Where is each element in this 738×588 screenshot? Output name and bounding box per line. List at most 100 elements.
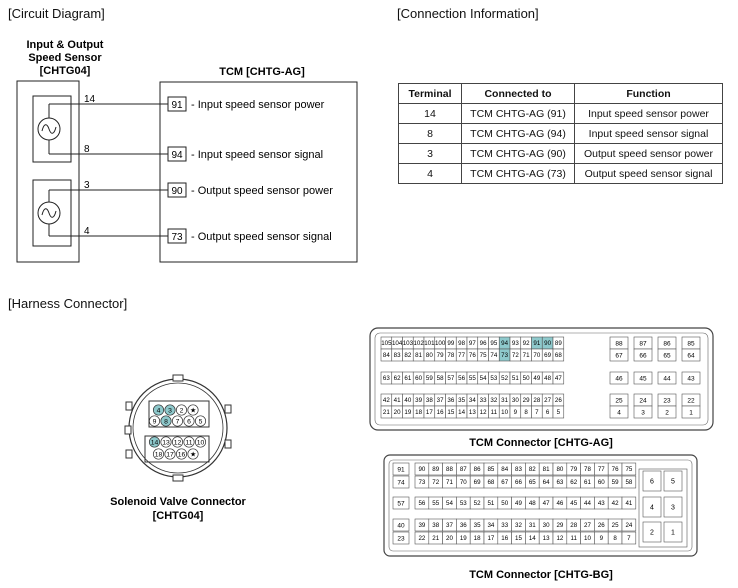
solenoid-pin-5: 5 [199, 419, 203, 426]
ag-pin-46-cell [609, 371, 629, 385]
ag-pin-69: 69 [544, 352, 551, 359]
solenoid-pin-5-circle [194, 415, 207, 427]
bg-pin-22: 22 [418, 535, 425, 542]
ag-pin-48: 48 [544, 375, 551, 382]
ag-pin-50: 50 [523, 375, 530, 382]
ag-pin-39: 39 [415, 397, 422, 404]
bg-pin-66: 66 [515, 479, 522, 486]
bg-pin-42: 42 [612, 500, 619, 507]
tcm-box [159, 81, 358, 263]
ag-pin-71: 71 [523, 352, 530, 359]
ag-pin-16: 16 [437, 409, 444, 416]
ag-pin-53: 53 [490, 375, 497, 382]
ag-pin-84: 84 [383, 352, 390, 359]
wire-label-power-in: - Input speed sensor power [191, 99, 325, 111]
ag-pin-64-cell [681, 348, 701, 362]
bg-pin-74: 74 [397, 479, 405, 486]
bg-pin-30: 30 [543, 522, 550, 529]
solenoid-caption-1: Solenoid Valve Connector [110, 496, 246, 508]
solenoid-pin-3-circle [164, 404, 176, 416]
solenoid-pin-★: ★ [190, 451, 196, 459]
bg-right-block [638, 468, 688, 548]
bg-pin-49: 49 [515, 500, 522, 507]
solenoid-caption-2: [CHTG04] [153, 510, 204, 522]
bg-pin-45: 45 [570, 500, 577, 507]
ag-pin-100: 100 [435, 340, 446, 347]
bg-pin-34: 34 [487, 522, 494, 529]
bg-pin-24: 24 [625, 522, 632, 529]
solenoid-pin-9: 9 [153, 419, 157, 426]
ag-pin-87: 87 [639, 340, 647, 347]
ag-pin-60: 60 [415, 375, 422, 382]
solenoid-pin-9-circle [148, 415, 161, 427]
cell-terminal: 3 [398, 143, 462, 164]
bg-pin-74-cell [392, 475, 410, 489]
ag-pin-95: 95 [490, 340, 497, 347]
bg-pin-79: 79 [570, 466, 577, 473]
ag-pin-1: 1 [689, 409, 693, 416]
solenoid-pin-4: 4 [157, 408, 161, 415]
ag-pin-58: 58 [437, 375, 444, 382]
ag-pin-33: 33 [480, 397, 487, 404]
solenoid-lug [125, 401, 133, 411]
bg-pin-4-cell [642, 496, 662, 518]
ag-pin-41: 41 [394, 397, 401, 404]
bg-pin-10: 10 [584, 535, 591, 542]
ag-pin-3-cell [633, 405, 653, 419]
ag-pin-24: 24 [639, 397, 647, 404]
bg-pin-41: 41 [625, 500, 632, 507]
ag-pin-34: 34 [469, 397, 476, 404]
bg-pin-67: 67 [501, 479, 508, 486]
solenoid-pin-6-circle [183, 415, 195, 427]
bg-pin-29: 29 [556, 522, 563, 529]
solenoid-pin-17: 17 [166, 452, 174, 459]
ag-pin-6: 6 [546, 409, 550, 416]
bg-pin-19: 19 [460, 535, 467, 542]
connection-table: Terminal Connected to Function 14 TCM CH… [398, 83, 723, 184]
ag-pin-66: 66 [639, 352, 647, 359]
bg-pin-9: 9 [600, 535, 604, 542]
ag-pin-46: 46 [615, 375, 623, 382]
solenoid-lug [124, 425, 132, 435]
ag-pin-63: 63 [383, 375, 390, 382]
ag-pin-68: 68 [555, 352, 562, 359]
bg-pin-38: 38 [432, 522, 439, 529]
ag-pin-11: 11 [491, 409, 498, 416]
ag-pin-30: 30 [512, 397, 519, 404]
bg-pin-33: 33 [501, 522, 508, 529]
solenoid-pin-2: 2 [180, 408, 184, 415]
bg-pin-3: 3 [671, 505, 675, 512]
solenoid-pin-4-circle [152, 404, 165, 416]
ag-pin-68-cell [552, 348, 565, 362]
ag-pin-86: 86 [663, 340, 671, 347]
bg-pin-2-cell [642, 521, 662, 543]
solenoid-pin-16: 16 [178, 452, 186, 459]
solenoid-pin-10-circle [194, 436, 207, 448]
ag-pin-1-cell [681, 405, 701, 419]
tcm-pin-94: 94 [171, 150, 183, 161]
bg-pin-31: 31 [529, 522, 536, 529]
ag-pin-21: 21 [383, 409, 390, 416]
table-row: 4 TCM CHTG-AG (73) Output speed sensor s… [398, 163, 723, 184]
bg-pin-23-cell [392, 531, 410, 545]
bg-pin-5-cell [663, 470, 683, 492]
bg-pin-24-cell [621, 518, 637, 532]
ag-pin-25: 25 [615, 397, 623, 404]
ag-pin-28: 28 [533, 397, 540, 404]
sensor-title-line1: Input & Output [27, 39, 104, 51]
ag-pin-2: 2 [665, 409, 669, 416]
solenoid-inner-ring [132, 382, 224, 474]
tcm-bg-caption: TCM Connector [CHTG-BG] [469, 569, 613, 581]
tcm-pin-box [167, 228, 187, 244]
bg-pin-76: 76 [612, 466, 619, 473]
tcm-title: TCM [CHTG-AG] [219, 66, 305, 78]
ag-pin-47: 47 [555, 375, 562, 382]
bg-pin-13: 13 [543, 535, 550, 542]
tcm-pin-73: 73 [171, 232, 183, 243]
bg-pin-53: 53 [460, 500, 467, 507]
ag-pin-64: 64 [687, 352, 695, 359]
ag-pin-51: 51 [512, 375, 519, 382]
bg-pin-43: 43 [598, 500, 605, 507]
